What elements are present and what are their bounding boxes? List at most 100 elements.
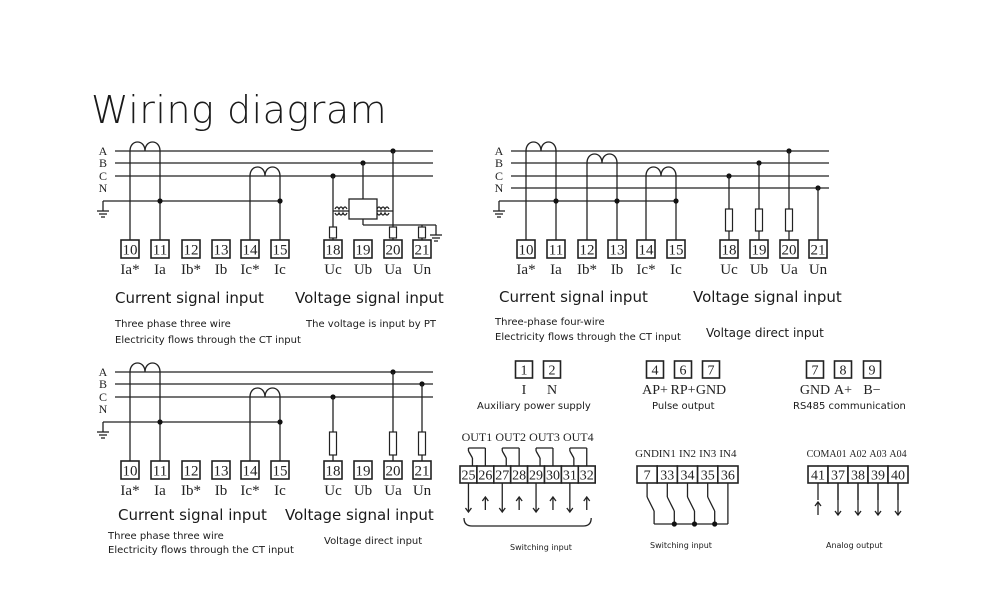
relay-group-label: OUT1 <box>462 430 493 444</box>
terminal-number: 15 <box>669 243 684 259</box>
terminal-box <box>150 460 170 480</box>
terminal-box <box>719 239 739 259</box>
ct-coil-icon <box>249 166 281 177</box>
terminal-number: 4 <box>652 364 659 379</box>
terminal-box <box>546 239 566 259</box>
terminal-number: 12 <box>184 243 199 259</box>
terminal-number: 1 <box>521 364 528 379</box>
junction-dot <box>157 419 163 425</box>
terminal-label: B− <box>863 383 880 398</box>
current-heading-2: Current signal input <box>499 288 648 306</box>
terminal-number: 19 <box>356 464 371 480</box>
terminal-box <box>150 239 170 259</box>
rs485-caption: RS485 communication <box>793 401 906 412</box>
relay-caption: Switching input <box>510 543 572 552</box>
terminal-box <box>645 360 665 379</box>
terminal-label: Ua <box>384 262 402 278</box>
fuse-icon <box>328 226 338 239</box>
voltage-note-3: Voltage direct input <box>324 536 423 547</box>
terminal-number: 15 <box>273 464 288 480</box>
junction-dot <box>277 419 283 425</box>
terminal-number: 32 <box>580 469 594 484</box>
terminal-number: 14 <box>243 243 259 259</box>
pt-transformer-icon <box>348 198 378 220</box>
terminal-box <box>211 460 231 480</box>
arrow-down-icon <box>874 510 882 517</box>
ct-coil-icon <box>249 387 281 398</box>
junction-dot <box>691 521 698 527</box>
terminal-box <box>701 360 721 379</box>
terminal-label: Un <box>809 262 828 278</box>
terminal-number: 12 <box>580 243 595 259</box>
current-heading-1: Current signal input <box>115 289 264 307</box>
terminal-number: 10 <box>123 243 138 259</box>
terminal-label: Ia <box>154 483 166 499</box>
voltage-heading-3: Voltage signal input <box>285 506 434 524</box>
terminal-label: Ub <box>750 262 768 278</box>
terminal-box <box>240 239 260 259</box>
switch-input-label: IN1 <box>659 448 676 460</box>
analog-label: A03 <box>869 449 886 460</box>
switch-icon <box>646 496 655 512</box>
arrow-down-icon <box>498 507 506 514</box>
terminal-label: Un <box>413 483 432 499</box>
terminal-number: 31 <box>563 469 577 484</box>
phase-label-c: C <box>495 169 503 183</box>
terminal-box <box>270 239 290 259</box>
terminal-box <box>779 239 799 259</box>
terminal-box <box>542 360 562 379</box>
switch-input-label: GND <box>635 448 659 460</box>
analog-caption: Analog output <box>826 541 883 550</box>
current-heading-3: Current signal input <box>118 506 267 524</box>
note-2a: Three-phase four-wire <box>495 317 605 328</box>
terminal-number: 13 <box>610 243 625 259</box>
pt-coil-icon <box>334 206 348 216</box>
fuse-icon <box>417 226 427 239</box>
terminal-number: 21 <box>811 243 826 259</box>
phase-label-n: N <box>495 181 504 195</box>
terminal-number: 21 <box>415 464 430 480</box>
arrow-down-icon <box>894 510 902 517</box>
terminal-box <box>673 360 693 379</box>
terminal-label: Ua <box>780 262 798 278</box>
fuse-icon <box>784 208 794 232</box>
terminal-label: N <box>547 383 557 398</box>
arrow-down-icon <box>464 507 472 514</box>
terminal-box <box>323 460 343 480</box>
terminal-number: 18 <box>326 464 341 480</box>
terminal-label: Ib* <box>181 262 201 278</box>
terminal-number: 38 <box>851 469 865 484</box>
switch-input-label: IN2 <box>679 448 696 460</box>
terminal-box <box>181 460 201 480</box>
junction-dot <box>553 198 559 204</box>
terminal-number: 6 <box>680 364 687 379</box>
phase-label-n: N <box>99 402 108 416</box>
arrow-down-icon <box>532 507 540 514</box>
arrow-down-icon <box>834 510 842 517</box>
terminal-box <box>240 460 260 480</box>
terminal-box <box>577 239 597 259</box>
phase-label-c: C <box>99 390 107 404</box>
fuse-icon <box>724 208 734 232</box>
arrow-up-icon <box>814 500 822 507</box>
note-2b: Electricity flows through the CT input <box>495 332 681 343</box>
switch-icon <box>686 496 696 512</box>
phase-label-c: C <box>99 169 107 183</box>
switch-icon <box>666 496 675 512</box>
terminal-box <box>514 360 534 379</box>
analog-label: A04 <box>889 449 906 460</box>
terminal-box <box>270 460 290 480</box>
terminal-label: Ia <box>550 262 562 278</box>
terminal-label: Uc <box>324 262 342 278</box>
relay-group-label: OUT4 <box>563 430 594 444</box>
terminal-label: Ib* <box>577 262 597 278</box>
terminal-label: Ub <box>354 262 372 278</box>
switch-input-label: IN4 <box>719 448 737 460</box>
terminal-number: 21 <box>415 243 430 259</box>
terminal-label: RP+ <box>670 383 695 398</box>
terminal-label: A+ <box>834 383 852 398</box>
terminal-label: Ib <box>611 262 624 278</box>
terminal-number: 28 <box>512 469 526 484</box>
terminal-label: Ub <box>354 483 372 499</box>
fuse-icon <box>388 226 398 239</box>
